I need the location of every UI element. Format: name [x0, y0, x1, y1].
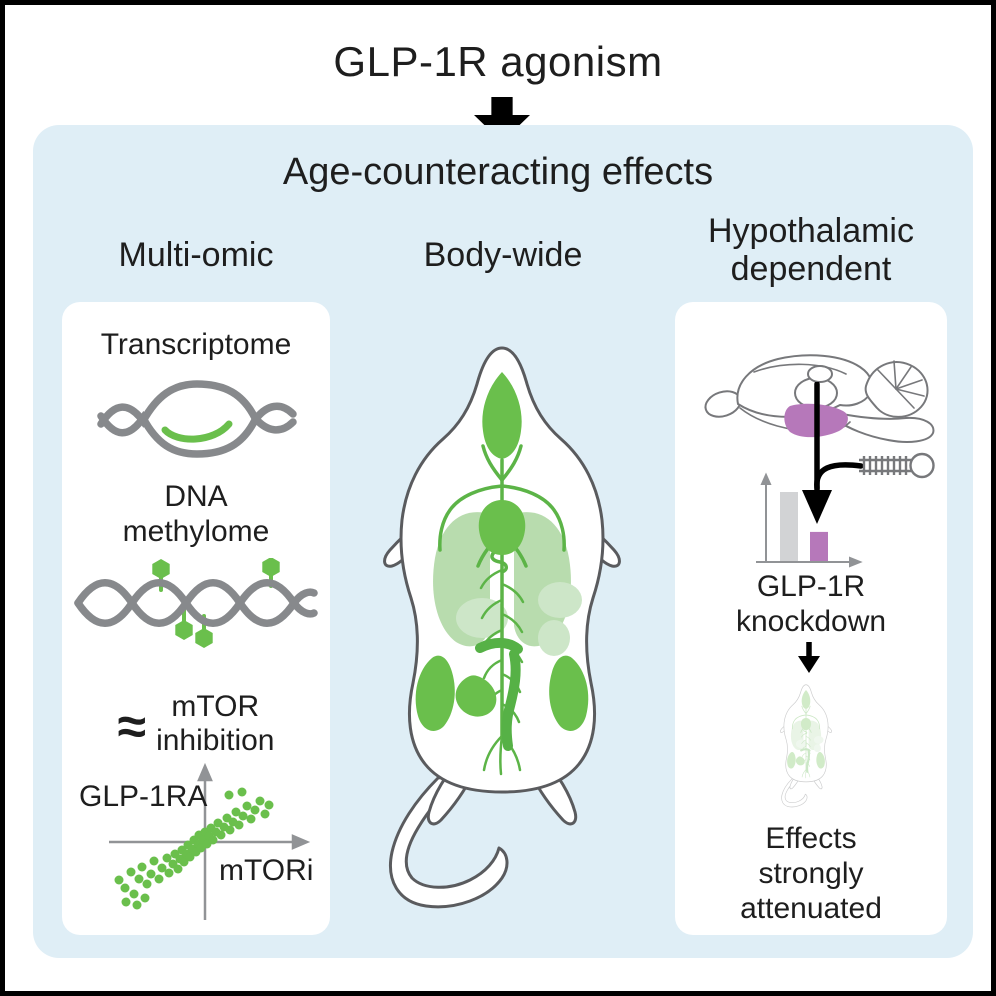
- approx-symbol: ≈: [117, 698, 147, 757]
- methylome-label: DNA methylome: [122, 480, 270, 548]
- result-arrow-icon: [798, 642, 820, 673]
- attenuated-label: Effects strongly attenuated: [740, 822, 882, 925]
- hypothalamic-card: GLP-1R knockdown Effects strongly attenu…: [675, 302, 947, 935]
- knockdown-label: GLP-1R knockdown: [735, 570, 887, 638]
- column-header-hypothalamic: Hypothalamic dependent: [708, 212, 914, 289]
- scatter-x-label: mTORi: [219, 854, 313, 887]
- mtor-inhibition-label: ≈ mTOR inhibition: [117, 690, 275, 757]
- bar-control: [780, 492, 798, 562]
- multiomic-card: Transcriptome DNA methylome: [62, 302, 330, 935]
- scatter-dots: [114, 787, 274, 910]
- scatter-y-label: GLP-1RA: [79, 780, 207, 813]
- knockdown-bar-chart: [756, 472, 863, 568]
- knockdown-injection-arrow: [802, 382, 864, 524]
- effects-heading: Age-counteracting effects: [282, 151, 714, 193]
- transcript-arc: [161, 420, 233, 443]
- shrna-hairpin-icon: [859, 452, 935, 479]
- transcriptome-dna-icon: [97, 380, 297, 458]
- column-header-bodywide: Body-wide: [423, 236, 583, 274]
- bodywide-mouse-illustration: [342, 308, 662, 948]
- correlation-scatter-plot: GLP-1RA mTORi: [79, 762, 313, 920]
- column-header-multiomic: Multi-omic: [118, 236, 274, 274]
- methylome-dna-icon: [74, 558, 318, 648]
- bar-knockdown: [810, 531, 828, 562]
- attenuated-mouse-illustration: [771, 676, 841, 816]
- page-title: GLP-1R agonism: [333, 38, 663, 85]
- transcriptome-label: Transcriptome: [100, 328, 292, 361]
